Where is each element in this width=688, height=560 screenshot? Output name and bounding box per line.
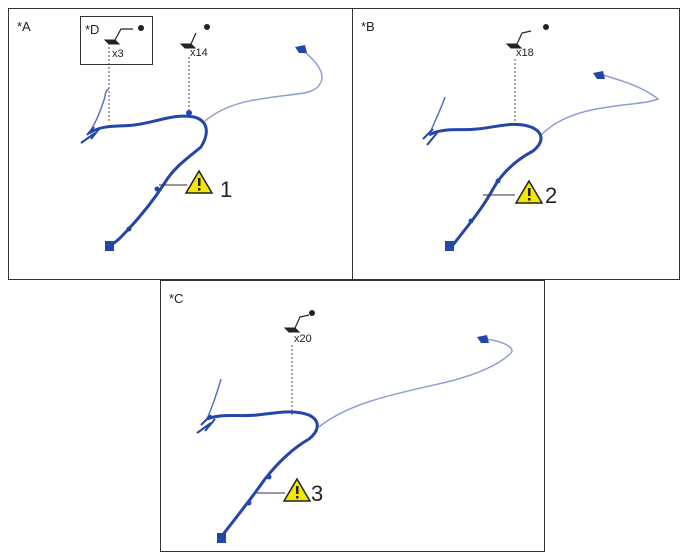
panel-c-label: *C <box>169 291 184 306</box>
clip-icon <box>179 24 210 49</box>
clip-qty-b: x18 <box>516 47 534 59</box>
wire-harness <box>428 122 543 246</box>
wire-harness <box>88 114 208 249</box>
warning-triangle-icon <box>514 179 544 204</box>
wire-harness <box>206 410 319 538</box>
panel-a-label: *A <box>17 19 31 34</box>
panel-b: *B x18 2 <box>352 8 680 280</box>
panel-a: *A *D x3 x14 1 <box>8 8 353 280</box>
clip-qty-c: x20 <box>294 333 312 345</box>
warning-triangle-icon <box>282 477 312 502</box>
clip-icon <box>505 24 549 49</box>
panel-b-label: *B <box>361 19 375 34</box>
warning-triangle-icon <box>184 169 214 194</box>
callout-number-3: 3 <box>311 481 324 506</box>
callout-number-2: 2 <box>545 183 558 208</box>
clip-icon <box>103 25 144 45</box>
harness-drawing-a <box>80 24 323 251</box>
clip-icon <box>283 310 315 333</box>
panel-c: *C x20 3 <box>160 280 545 552</box>
inset-d-qty: x3 <box>112 48 124 60</box>
callout-number-1: 1 <box>220 177 233 202</box>
harness-drawing-c <box>196 310 513 543</box>
inset-d-label: *D <box>85 22 100 37</box>
harness-drawing-b <box>422 24 660 251</box>
clip-qty-a: x14 <box>190 47 208 59</box>
inset-d-box: *D x3 <box>80 16 153 65</box>
